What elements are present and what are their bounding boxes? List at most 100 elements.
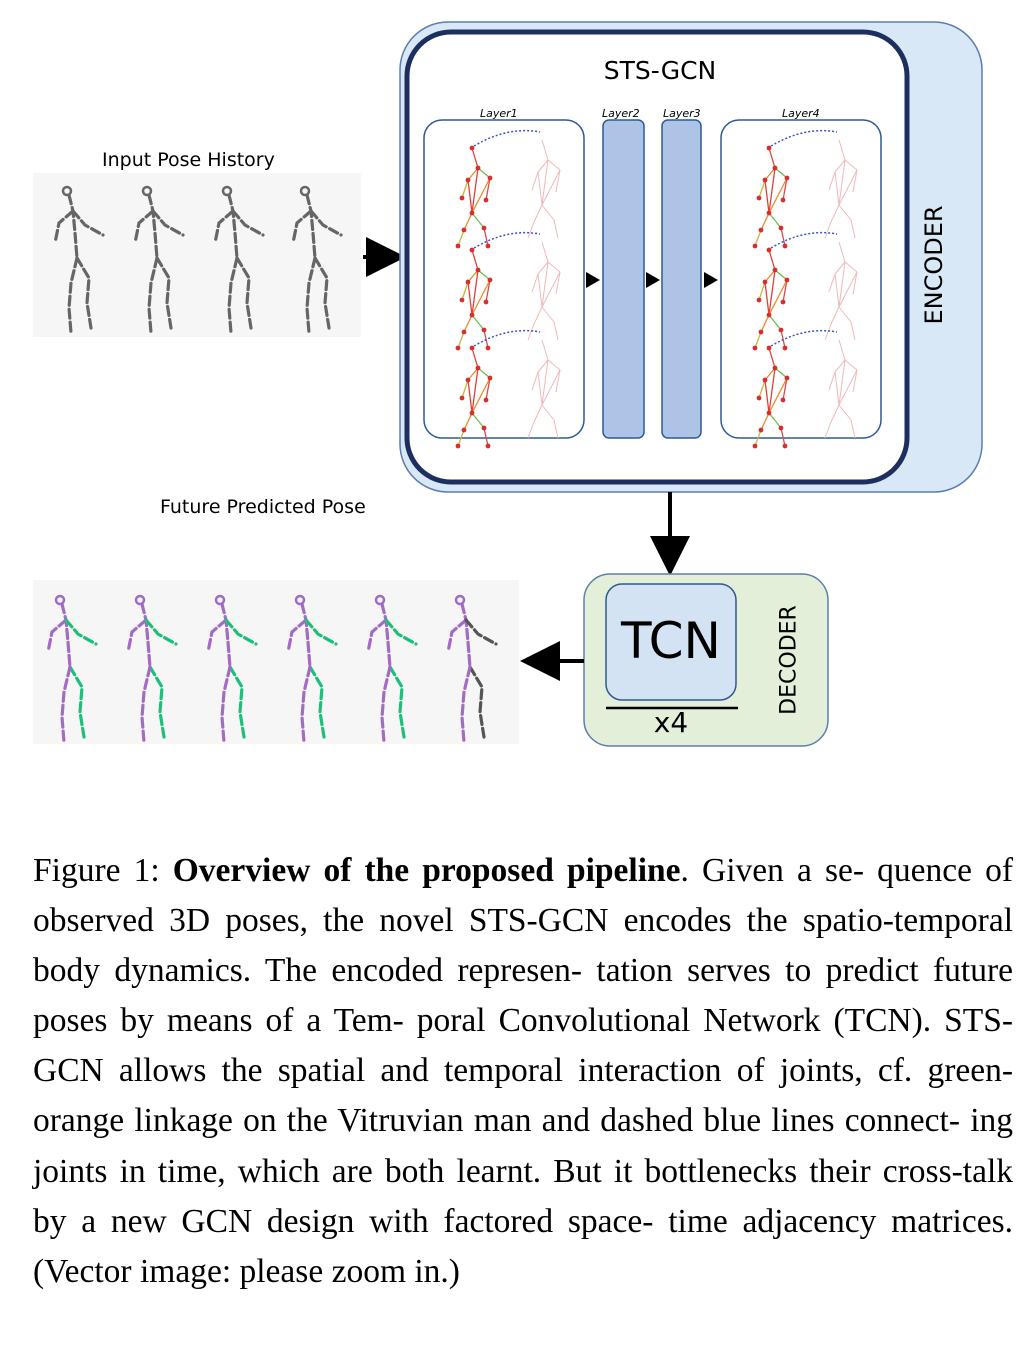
graph-joint: [766, 210, 772, 216]
graph-joint: [465, 377, 471, 383]
future-pose-group: [46, 594, 498, 744]
graph-edge-ghost: [541, 306, 555, 323]
pose-limb: [304, 618, 338, 646]
graph-edge: [485, 177, 491, 201]
caption-line: tation serves to predict future poses by…: [33, 952, 1014, 1040]
graph-joint: [766, 410, 772, 416]
graph-edge-ghost: [541, 139, 549, 161]
graph-edge-ghost: [844, 159, 858, 171]
pose-limb: [464, 618, 498, 646]
pose-limb: [53, 209, 75, 245]
pose-limb: [155, 256, 173, 330]
graph-edge: [764, 367, 776, 381]
pose-limb: [380, 602, 392, 669]
tcn-repeat-label: x4: [653, 706, 689, 739]
graph-edge-ghost: [838, 204, 852, 221]
graph-edge-ghost: [838, 306, 852, 323]
graph-edge: [471, 279, 491, 316]
graph-edge: [477, 167, 491, 179]
graph-joint: [459, 195, 465, 201]
pose-limb: [224, 618, 258, 646]
pose-limb: [291, 209, 313, 245]
graph-edge-ghost: [531, 371, 539, 391]
graph-joint: [752, 443, 758, 449]
graph-edge: [782, 177, 788, 201]
graph-edge-ghost: [555, 271, 561, 295]
graph-edge-ghost: [850, 419, 856, 439]
pose-limb: [68, 665, 86, 739]
graph-joint: [461, 427, 467, 433]
graph-edge: [768, 279, 788, 316]
graph-edge-ghost: [834, 159, 846, 173]
graph-edge: [774, 367, 788, 379]
graph-joint: [455, 243, 461, 249]
graph-joint: [481, 425, 487, 431]
graph-joint: [778, 327, 784, 333]
graph-joint: [481, 327, 487, 333]
graph-edge: [483, 427, 489, 447]
layer2-label: Layer2: [602, 107, 640, 120]
graph-edge: [760, 314, 770, 333]
graph-edge: [457, 331, 465, 349]
graph-joint: [487, 175, 493, 181]
graph-joint: [784, 175, 790, 181]
pose-head: [141, 185, 153, 197]
pose-limb: [148, 665, 166, 739]
pose-head: [61, 185, 73, 197]
graph-joint: [461, 329, 467, 335]
pose-head: [374, 594, 386, 606]
graph-edge: [471, 412, 485, 429]
graph-edge-ghost: [834, 273, 840, 308]
graph-edge: [774, 167, 788, 179]
graph-joint: [782, 443, 788, 449]
temporal-link: [473, 329, 541, 347]
graph-edge-ghost: [838, 339, 846, 361]
graph-edge-ghost: [838, 261, 846, 308]
graph-joint: [784, 375, 790, 381]
temporal-link: [473, 231, 541, 249]
graph-edge-ghost: [527, 221, 535, 239]
graph-joint: [469, 210, 475, 216]
graph-edge-ghost: [537, 261, 549, 275]
graph-edge: [471, 249, 479, 271]
graph-edge: [764, 179, 770, 214]
graph-joint: [782, 243, 788, 249]
graph-edge-ghost: [541, 339, 549, 361]
graph-joint: [766, 247, 772, 253]
decoder-label: DECODER: [776, 605, 802, 715]
graph-edge-ghost: [838, 159, 846, 206]
graph-joint: [780, 197, 786, 203]
graph-edge-ghost: [852, 369, 858, 393]
graph-edge: [764, 379, 770, 414]
graph-joint: [782, 345, 788, 351]
graph-edge: [485, 279, 491, 303]
graph-edge-ghost: [541, 359, 549, 406]
graph-edge: [768, 147, 776, 169]
graph-edge: [471, 347, 479, 369]
graph-edge-ghost: [824, 323, 832, 341]
input-pose-group: [53, 185, 343, 335]
graph-edge: [463, 314, 473, 333]
graph-joint: [485, 345, 491, 351]
graph-edge: [467, 379, 473, 414]
arrow-l2-l3: [646, 272, 660, 288]
pose-limb: [313, 256, 331, 330]
graph-edge: [471, 377, 491, 414]
graph-edge: [754, 429, 762, 447]
graph-edge: [768, 412, 782, 429]
graph-joint: [465, 279, 471, 285]
graph-joint: [752, 243, 758, 249]
graph-edge-ghost: [541, 261, 549, 308]
graph-edge-ghost: [838, 404, 852, 421]
pose-head: [299, 185, 311, 197]
graph-joint: [483, 299, 489, 305]
pose-limb: [60, 665, 72, 744]
graph-joint: [756, 195, 762, 201]
pose-limb: [308, 665, 326, 739]
graph-joint: [483, 197, 489, 203]
temporal-link: [770, 329, 838, 347]
graph-edge-ghost: [547, 261, 561, 273]
pose-limb: [227, 193, 239, 260]
layer1-label: Layer1: [480, 107, 518, 120]
pose-limb: [144, 618, 178, 646]
